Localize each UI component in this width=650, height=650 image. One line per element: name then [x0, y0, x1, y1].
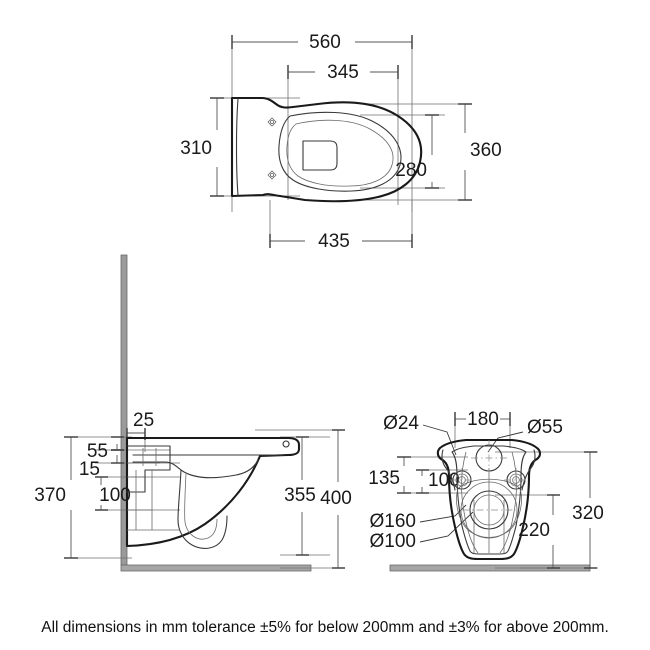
dimension-370: 370: [34, 436, 78, 559]
dimension-label-180: 180: [467, 409, 499, 430]
dimension-135: 135: [368, 456, 411, 494]
dimension-25: 25: [126, 410, 154, 440]
dimension-label-dia24: Ø24: [383, 413, 419, 434]
top-view-group: 560 345 435: [180, 32, 501, 252]
dimension-400: 400: [320, 429, 352, 569]
front-view-flush-inlet: [471, 440, 507, 476]
dimension-label-dia100: Ø100: [370, 531, 416, 552]
dimension-label-100-front: 100: [428, 470, 460, 491]
dimension-label-100-side: 100: [99, 485, 131, 506]
dimension-label-355: 355: [284, 485, 316, 506]
dimension-560: 560: [231, 32, 413, 53]
dimension-100-side: 100: [95, 476, 131, 511]
dimension-345: 345: [287, 62, 399, 83]
dimension-label-dia160: Ø160: [370, 511, 416, 532]
dimension-310: 310: [180, 97, 224, 197]
dimension-label-560: 560: [309, 32, 341, 53]
side-view-inlet-detail-b: [127, 462, 160, 511]
dimension-label-320: 320: [572, 503, 604, 524]
dimension-label-15: 15: [79, 459, 100, 480]
top-view-pan-outline: [230, 96, 423, 203]
diameter-24-callout: Ø24: [383, 413, 457, 456]
dimension-280: 280: [395, 114, 439, 189]
side-view-pan-outline: [125, 436, 301, 548]
dimension-100-front: 100: [416, 469, 460, 494]
dimension-label-220: 220: [518, 520, 550, 541]
dimension-label-55: 55: [87, 441, 108, 462]
top-view-back-flange-line: [235, 98, 239, 196]
side-view-trap-profile: [177, 469, 228, 549]
side-view-trap-inner: [184, 473, 218, 540]
side-view-bowl-inner: [132, 459, 259, 479]
front-view-right-wing: [521, 449, 536, 491]
front-view-fixing-hole-right: [504, 468, 528, 492]
front-view-waste-outlet: [460, 481, 518, 539]
side-view-inlet-detail-a: [127, 470, 180, 531]
front-view-contour-left: [461, 451, 479, 554]
dimension-180: 180: [454, 409, 511, 430]
dimension-435: 435: [269, 231, 413, 252]
top-view-fixing-hole-upper: [267, 117, 277, 127]
front-view-group: 180 Ø24 Ø55 135: [368, 409, 604, 572]
front-view-contour-center: [473, 468, 505, 553]
dimension-label-135: 135: [368, 468, 400, 489]
top-view-seat-outer-ring: [278, 111, 402, 192]
side-view-flush-spud: [282, 440, 290, 448]
side-view-inlet-box: [126, 445, 171, 493]
front-view-extension-lines: [400, 416, 598, 569]
dimension-320: 320: [572, 451, 604, 569]
front-view-inner-body: [451, 445, 527, 555]
dimension-label-400: 400: [320, 488, 352, 509]
side-view-group: 25 55 15 370: [34, 254, 352, 572]
dimension-label-345: 345: [327, 62, 359, 83]
top-view-flush-aperture: [302, 140, 338, 171]
dimension-15: 15: [79, 449, 124, 480]
top-view-fixing-hole-lower: [267, 170, 277, 180]
front-view-pan-outline: [436, 438, 542, 561]
dimension-label-370: 370: [34, 485, 66, 506]
dimension-label-360: 360: [470, 140, 502, 161]
dimension-220: 220: [518, 494, 560, 569]
dimension-label-25: 25: [133, 410, 154, 431]
front-view-fixing-hole-left: [450, 468, 474, 492]
dimension-label-310: 310: [180, 138, 212, 159]
diameter-100-callout: Ø100: [370, 511, 474, 552]
drawing-caption: All dimensions in mm tolerance ±5% for b…: [41, 619, 609, 636]
side-view-bracket-line: [142, 448, 157, 466]
dimension-360: 360: [458, 103, 502, 201]
dimension-label-435: 435: [318, 231, 350, 252]
top-view-seat-inner-ring: [286, 119, 394, 187]
diameter-160-callout: Ø160: [370, 504, 467, 532]
front-view-contour-right: [499, 451, 517, 554]
dimension-label-dia55: Ø55: [527, 417, 563, 438]
dimension-355: 355: [284, 436, 316, 556]
front-view-bowl-arc: [456, 478, 522, 538]
diameter-55-callout: Ø55: [487, 417, 563, 453]
